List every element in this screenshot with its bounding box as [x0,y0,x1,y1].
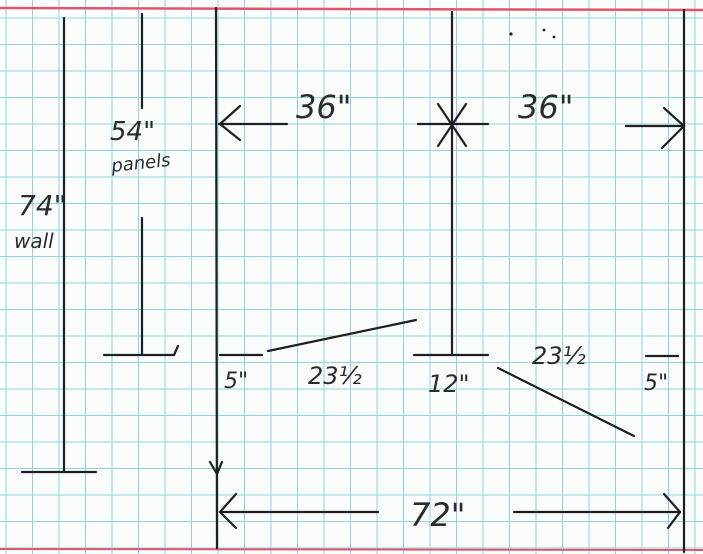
center-gap-label: 12" [428,370,470,398]
wall-height-label: 74" [18,189,67,222]
total-width-arrowhead-right [662,492,682,530]
left-panel-edge [214,6,219,550]
total-width-label: 72" [410,496,465,534]
total-width-arrowhead-left [218,492,238,530]
left-slope-line [266,318,418,353]
right-slope-line [496,366,636,438]
left-edge-arrow [208,460,224,477]
top-margin-line [0,6,703,12]
center-star [436,102,468,148]
right-width-label: 36" [518,88,573,126]
left-width-label: 36" [296,88,351,126]
right-width-arrowhead [660,106,686,150]
left-slope-label: 23½ [308,362,362,390]
right-edge-gap-label: 5" [644,371,668,396]
panel-bottom-tick-end [172,344,180,357]
panel-word-label: panels [109,150,171,177]
wall-word-label: wall [14,229,54,253]
bottom-margin-line [0,548,703,551]
left-edge-gap-label: 5" [224,369,248,394]
right-slope-label: 23½ [532,342,586,370]
stray-dots [509,28,556,39]
left-width-arrowhead [218,104,242,142]
panel-height-label: 54" [110,117,155,147]
